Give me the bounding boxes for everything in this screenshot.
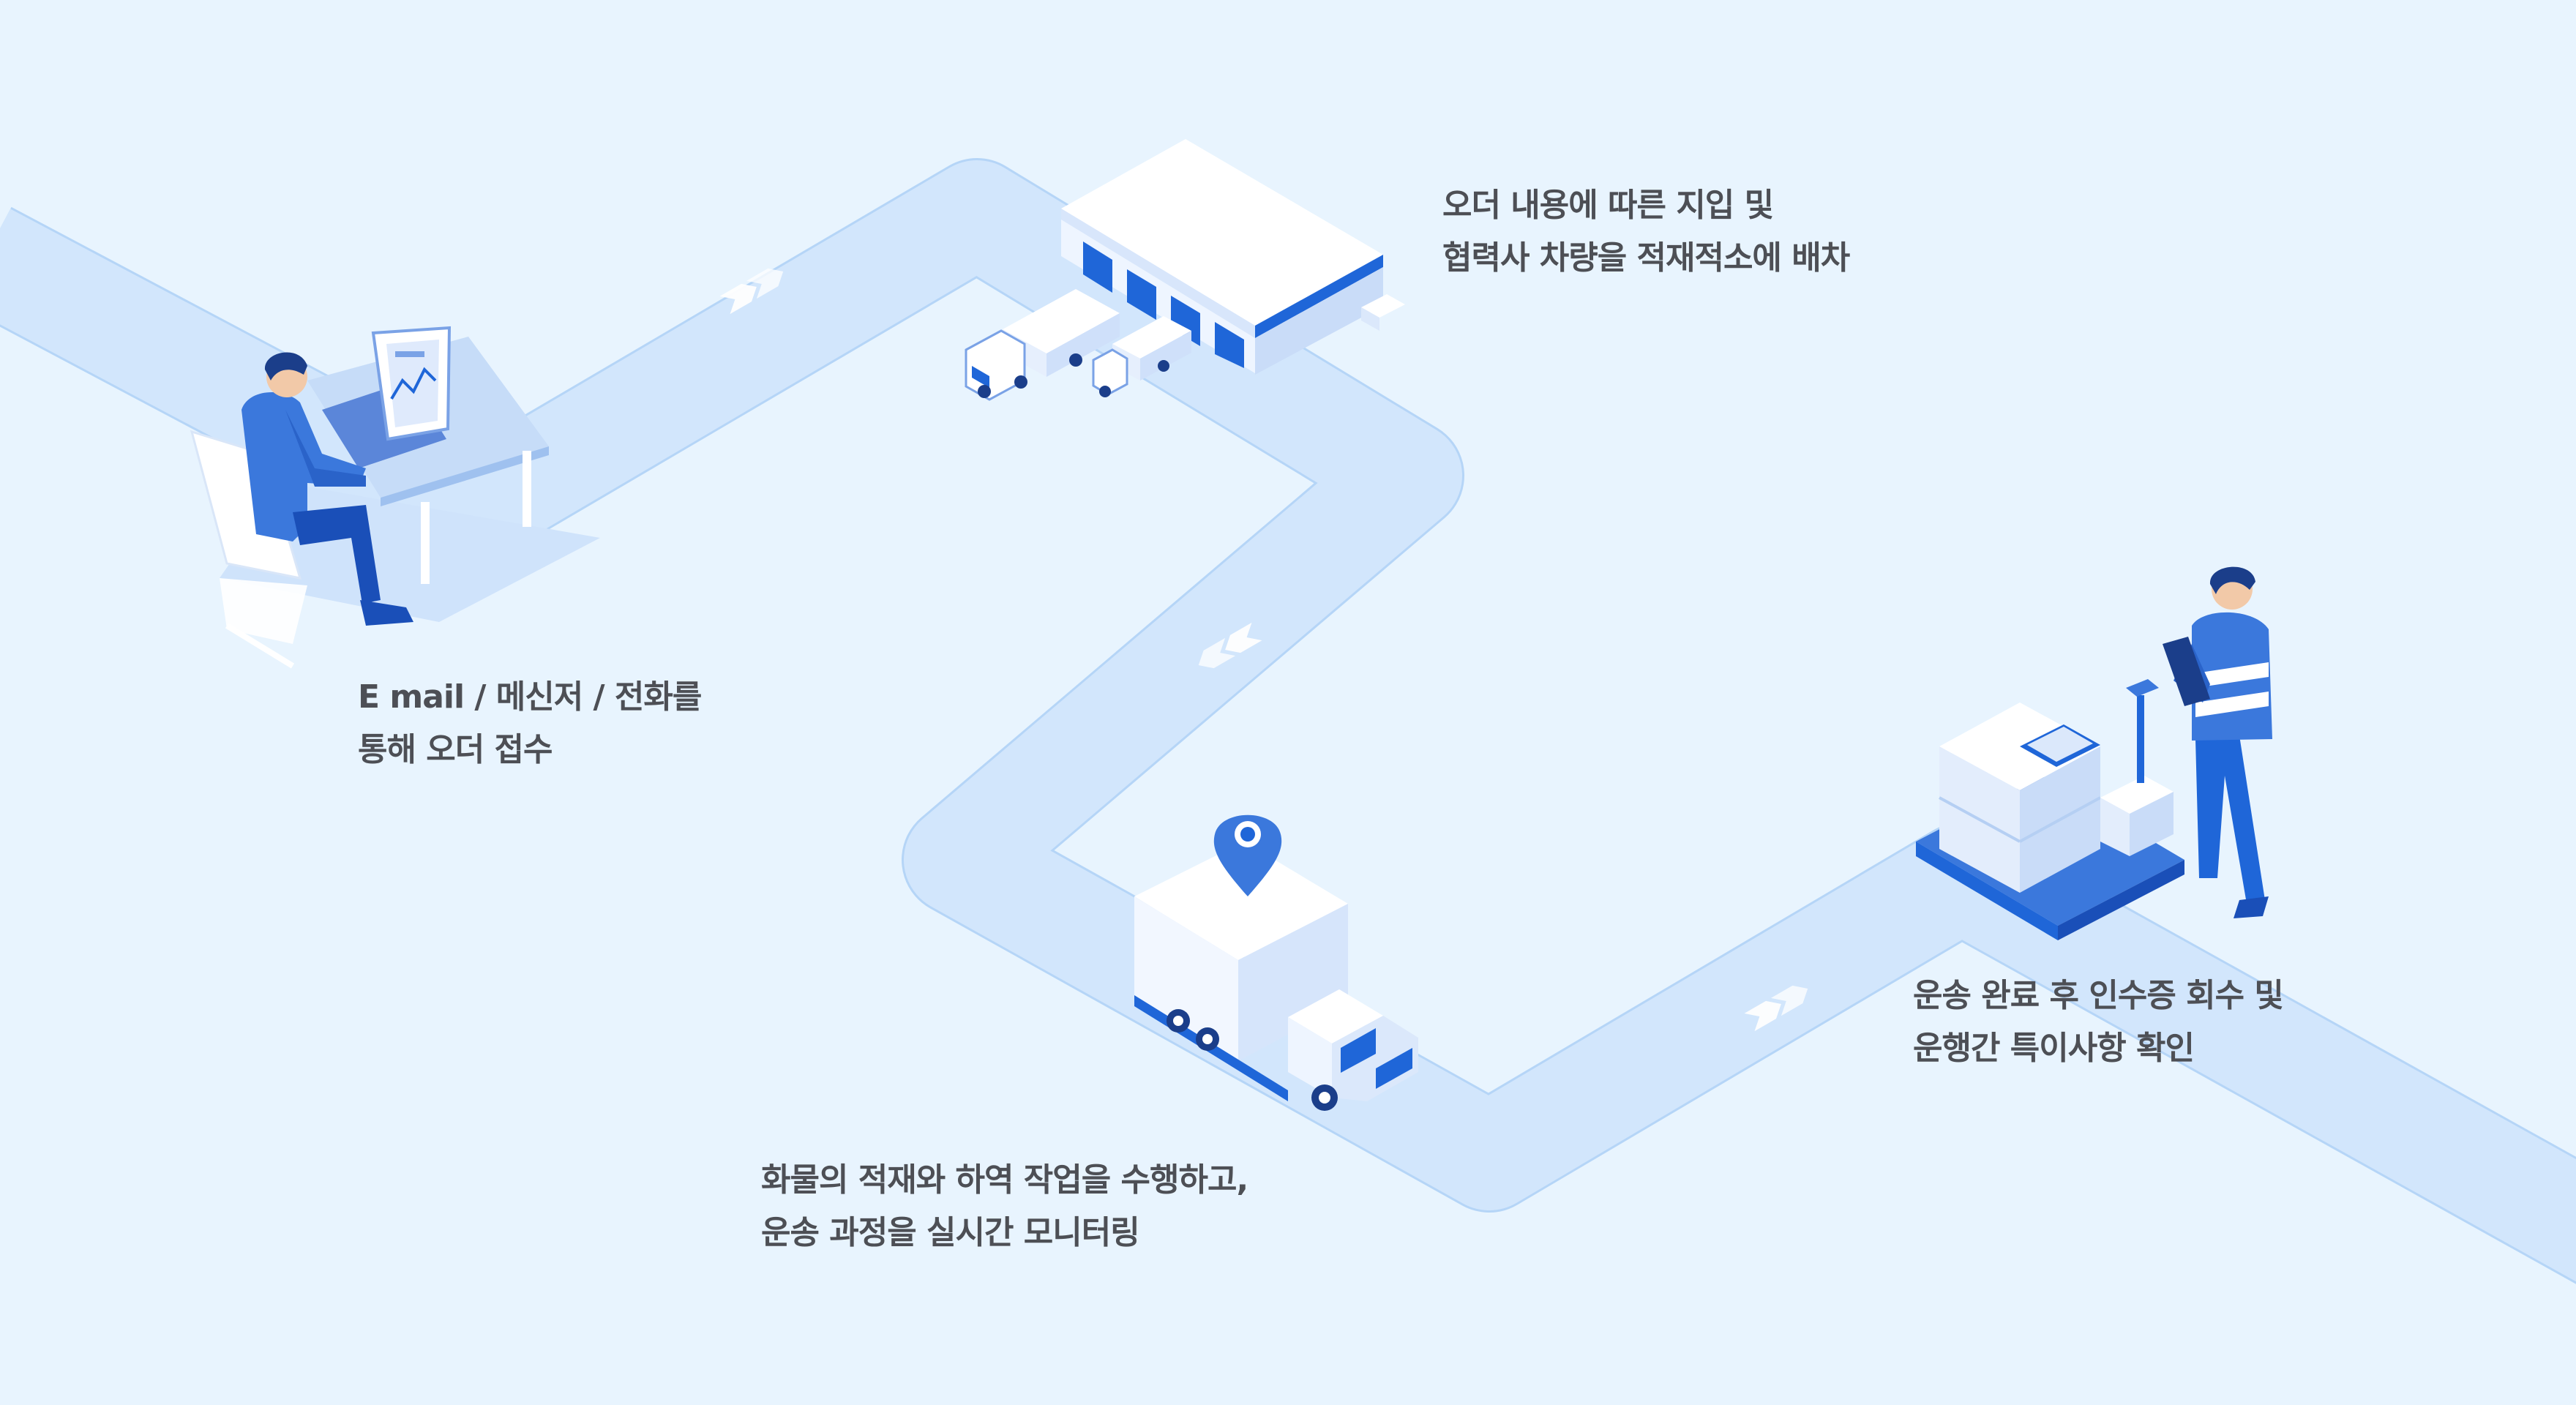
caption-line: 통해 오더 접수 — [358, 731, 553, 768]
caption-line: 협력사 차량을 적재적소에 배차 — [1442, 239, 1850, 277]
direction-chevron-icon — [719, 268, 784, 315]
warehouse-icon — [1061, 139, 1405, 375]
caption-line: E mail / 메신저 / 전화를 — [358, 678, 702, 716]
road-path — [0, 158, 2576, 1284]
direction-chevron-icon — [1198, 622, 1262, 669]
caption-line: 화물의 적재와 하역 작업을 수행하고, — [761, 1161, 1248, 1199]
delivery-truck-icon — [1134, 842, 1418, 1111]
caption-line: 운행간 특이사항 확인 — [1913, 1030, 2195, 1067]
office-worker-icon — [190, 326, 600, 669]
semi-truck-icon — [965, 289, 1120, 401]
step-completion-check-caption: 운송 완료 후 인수증 회수 및 운행간 특이사항 확인 — [1913, 970, 2284, 1075]
pallet-boxes-icon — [1916, 679, 2184, 940]
step-order-receipt-caption: E mail / 메신저 / 전화를 통해 오더 접수 — [358, 671, 702, 776]
step-dispatch-caption: 오더 내용에 따른 지입 및 협력사 차량을 적재적소에 배차 — [1442, 179, 1850, 285]
direction-chevron-icon — [1744, 985, 1808, 1032]
step-transport-monitoring-caption: 화물의 적재와 하역 작업을 수행하고, 운송 과정을 실시간 모니터링 — [761, 1154, 1248, 1259]
caption-line: 오더 내용에 따른 지입 및 — [1442, 187, 1774, 224]
small-truck-icon — [1092, 316, 1191, 397]
location-pin-icon — [1213, 814, 1282, 896]
caption-line: 운송 과정을 실시간 모니터링 — [761, 1214, 1140, 1251]
caption-line: 운송 완료 후 인수증 회수 및 — [1913, 977, 2284, 1014]
inspector-icon — [2163, 566, 2272, 918]
